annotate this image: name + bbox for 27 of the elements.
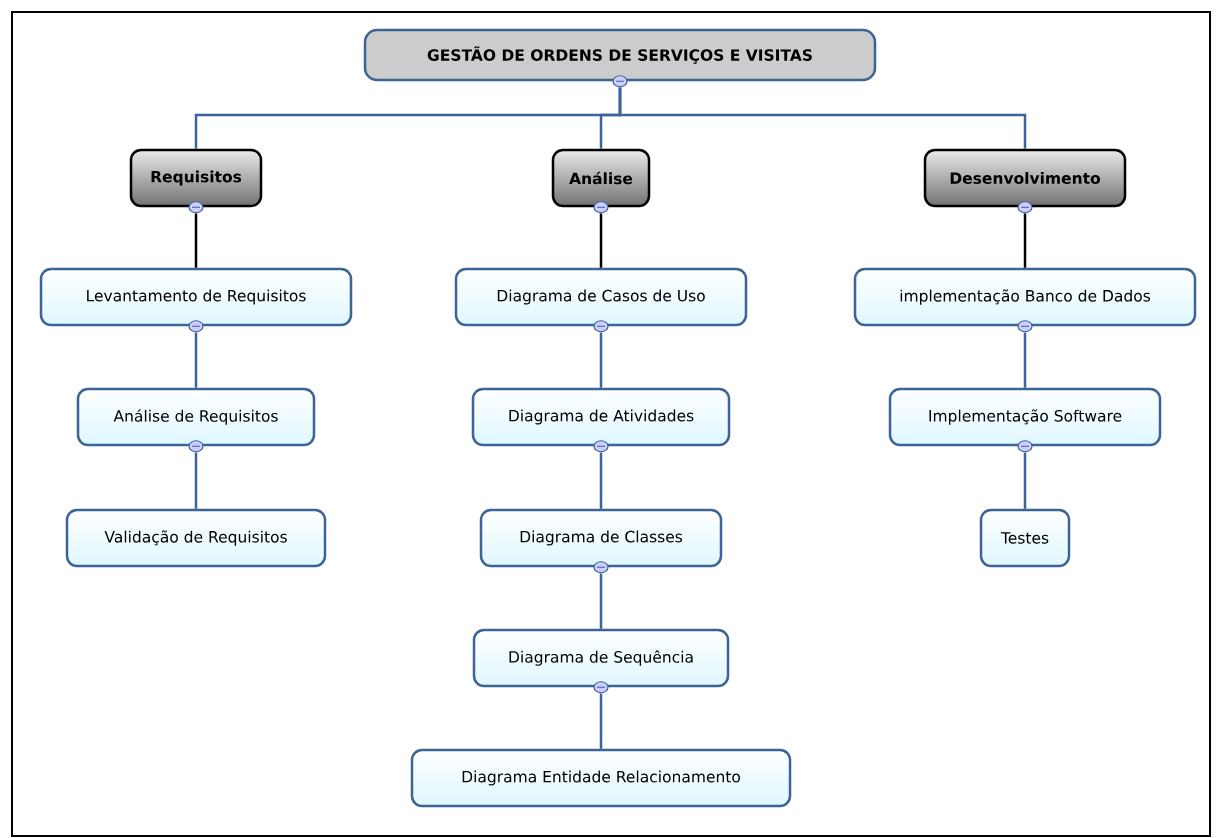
task-box: implementação Banco de Dados xyxy=(853,267,1197,327)
task-box: Análise de Requisitos xyxy=(76,387,316,447)
task-box: Diagrama de Casos de Uso xyxy=(454,267,748,327)
title-box: GESTÃO DE ORDENS DE SERVIÇOS E VISITAS xyxy=(363,28,877,82)
task-box: Diagrama de Atividades xyxy=(471,387,731,447)
connector-line xyxy=(1023,452,1027,509)
connector-line xyxy=(194,332,198,388)
category-box: Análise xyxy=(551,148,651,208)
task-box: Diagrama de Classes xyxy=(479,508,723,568)
task-box: Levantamento de Requisitos xyxy=(39,267,353,327)
task-box: Testes xyxy=(979,508,1071,568)
connector-line xyxy=(599,693,603,749)
task-box: Diagrama de Sequência xyxy=(472,628,730,688)
task-box: Diagrama Entidade Relacionamento xyxy=(410,748,792,808)
task-box: Implementação Software xyxy=(888,387,1162,447)
connector-line xyxy=(1023,213,1027,268)
connector-line xyxy=(599,332,603,388)
connector-line xyxy=(194,213,198,268)
connector-line xyxy=(599,452,603,509)
task-box: Validação de Requisitos xyxy=(65,508,327,568)
category-box: Requisitos xyxy=(129,148,263,208)
connector-line xyxy=(618,87,1027,149)
connector-line xyxy=(599,573,603,629)
connector-line xyxy=(599,213,603,268)
category-box: Desenvolvimento xyxy=(923,148,1127,208)
connector-line xyxy=(1023,332,1027,388)
connector-line xyxy=(194,452,198,509)
